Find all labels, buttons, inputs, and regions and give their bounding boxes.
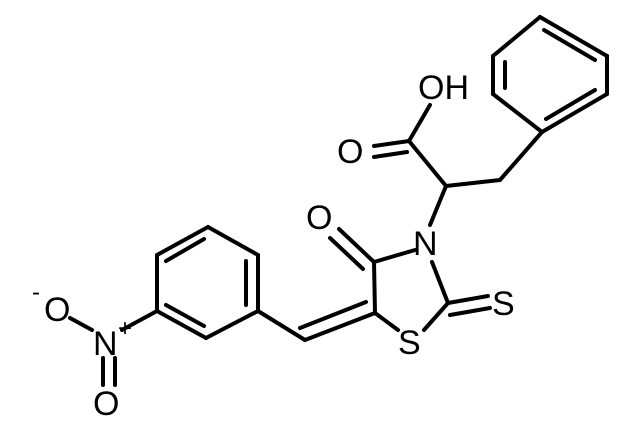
- bond: [407, 139, 448, 188]
- bond: [337, 227, 376, 264]
- bond: [164, 303, 206, 328]
- bond: [538, 15, 609, 58]
- bond: [256, 309, 307, 342]
- bond: [448, 306, 492, 317]
- ring-carbonyl-oxygen-label: O: [306, 199, 332, 237]
- hydroxyl-label: OH: [418, 69, 469, 107]
- bond: [303, 311, 377, 342]
- bond: [498, 130, 544, 182]
- bond: [372, 150, 409, 159]
- ring-nitrogen-label: N: [413, 225, 438, 263]
- bond: [204, 309, 260, 340]
- bond: [544, 88, 597, 121]
- bond: [428, 184, 448, 227]
- bond: [372, 139, 411, 148]
- bond: [542, 28, 597, 62]
- bond: [155, 309, 208, 340]
- bond: [372, 248, 417, 264]
- nitro-nitrogen-label: N: [93, 325, 118, 363]
- acid-carbonyl-oxygen-label: O: [337, 133, 363, 171]
- ring-sulfur-label: S: [398, 324, 421, 362]
- bond: [328, 236, 365, 271]
- nitro-oxygen-label: O: [93, 385, 119, 423]
- bond: [422, 301, 450, 332]
- bond: [540, 92, 609, 134]
- bond: [164, 237, 206, 263]
- bond: [430, 260, 450, 305]
- bond: [444, 178, 502, 188]
- nitrophenyl-ring: [155, 225, 260, 340]
- bond: [298, 300, 368, 330]
- nitro-nitrogen-charge: +: [118, 315, 132, 342]
- bond: [446, 294, 490, 305]
- bond: [491, 15, 542, 58]
- thione-sulfur-label: S: [492, 285, 515, 323]
- bond: [68, 316, 94, 332]
- bond: [407, 103, 432, 143]
- bond: [491, 92, 544, 134]
- phenyl-ring: [491, 15, 609, 134]
- bond: [155, 225, 210, 257]
- nitro-oxygen-charge: -: [32, 279, 40, 306]
- bond: [372, 260, 377, 315]
- nitro-oxide-oxygen-label: O: [44, 291, 70, 329]
- thiazolidinone-ring: [372, 248, 450, 332]
- bond: [373, 311, 400, 332]
- bond: [206, 225, 260, 257]
- bond: [120, 309, 159, 332]
